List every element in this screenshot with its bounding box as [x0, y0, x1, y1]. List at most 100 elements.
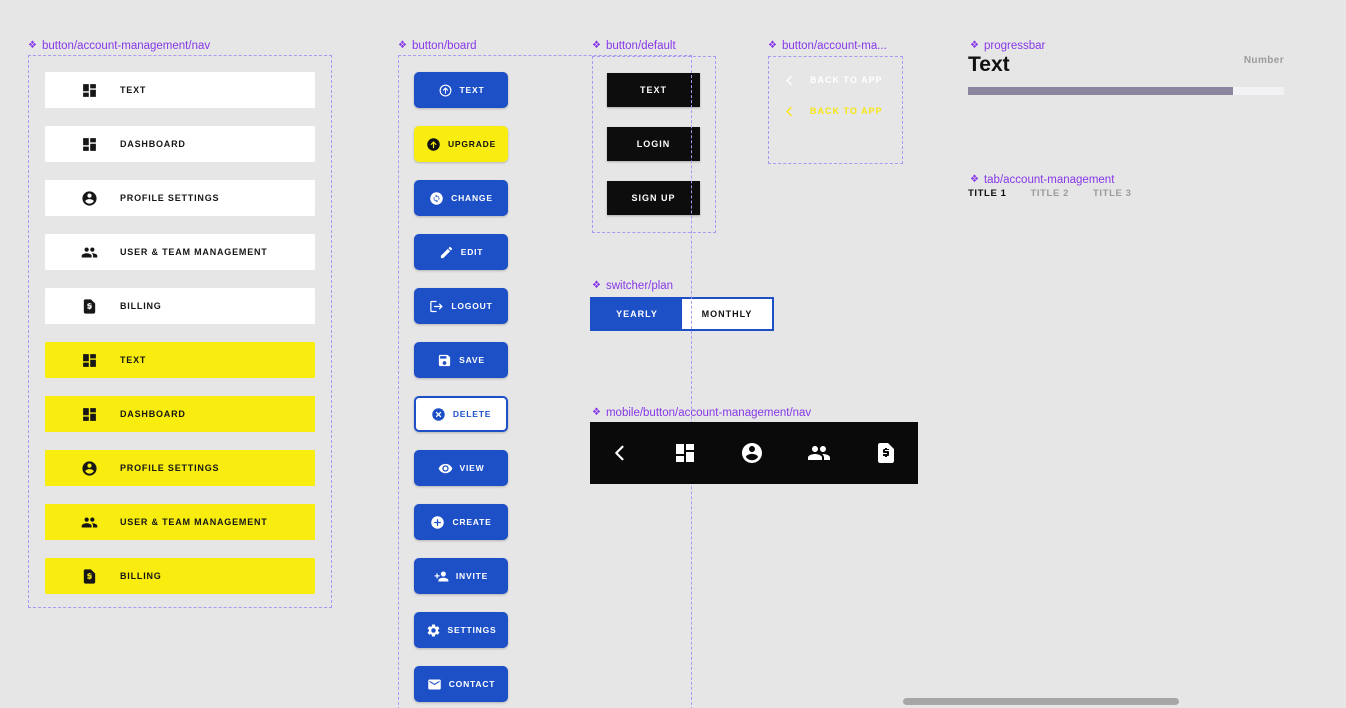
board-button-list: TEXT UPGRADE CHANGE EDIT LOGOUT SAVE DELETE VIE…	[414, 72, 508, 702]
nav-button-label: USER & TEAM MANAGEMENT	[120, 517, 268, 527]
board-button-label: INVITE	[455, 571, 489, 581]
chevron-left-icon[interactable]	[610, 443, 630, 463]
nav-button-dashboard-yellow[interactable]: DASHBOARD	[45, 396, 315, 432]
tab-title-1[interactable]: TITLE 1	[968, 188, 1007, 199]
people-icon	[81, 244, 98, 261]
nav-button-billing-white[interactable]: BILLING	[45, 288, 315, 324]
board-button-label: VIEW	[459, 463, 485, 473]
switcher-option-yearly[interactable]: YEARLY	[592, 299, 682, 329]
billing-icon[interactable]	[874, 441, 898, 465]
nav-button-text-white[interactable]: TEXT	[45, 72, 315, 108]
component-label-text: switcher/plan	[605, 280, 674, 292]
plan-switcher: YEARLY MONTHLY	[590, 297, 774, 331]
save-icon	[437, 353, 452, 368]
board-button-label: CHANGE	[451, 193, 493, 203]
board-button-label: SETTINGS	[447, 625, 497, 635]
people-icon[interactable]	[807, 441, 831, 465]
component-icon: ❖	[768, 40, 777, 51]
nav-button-label: PROFILE SETTINGS	[120, 463, 220, 473]
default-button-login[interactable]: LOGIN	[607, 127, 700, 161]
arrow-up-circle-icon	[426, 137, 441, 152]
nav-button-label: BILLING	[120, 301, 162, 311]
nav-button-user-team-management-yellow[interactable]: USER & TEAM MANAGEMENT	[45, 504, 315, 540]
dashboard-icon	[81, 352, 98, 369]
board-button-edit[interactable]: EDIT	[414, 234, 508, 270]
account-icon	[81, 190, 98, 207]
plus-circle-icon	[430, 515, 445, 530]
nav-button-user-team-management-white[interactable]: USER & TEAM MANAGEMENT	[45, 234, 315, 270]
back-to-app-button-white[interactable]: BACK TO APP	[783, 66, 891, 94]
board-button-view[interactable]: VIEW	[414, 450, 508, 486]
component-label-board[interactable]: ❖ button/board	[398, 40, 477, 52]
component-label-nav[interactable]: ❖ button/account-management/nav	[28, 40, 210, 52]
default-button-text[interactable]: TEXT	[607, 73, 700, 107]
component-label-text: button/board	[411, 40, 477, 52]
component-label-progressbar[interactable]: ❖ progressbar	[970, 40, 1045, 52]
x-circle-icon	[431, 407, 446, 422]
component-label-mobile-nav[interactable]: ❖ mobile/button/account-management/nav	[592, 407, 811, 419]
tab-title-3[interactable]: TITLE 3	[1093, 188, 1132, 199]
nav-button-label: PROFILE SETTINGS	[120, 193, 220, 203]
board-button-settings[interactable]: SETTINGS	[414, 612, 508, 648]
board-button-save[interactable]: SAVE	[414, 342, 508, 378]
board-button-label: DELETE	[452, 409, 492, 419]
component-label-text: button/account-ma...	[781, 40, 887, 52]
board-button-change[interactable]: CHANGE	[414, 180, 508, 216]
board-button-logout[interactable]: LOGOUT	[414, 288, 508, 324]
board-button-invite[interactable]: INVITE	[414, 558, 508, 594]
back-to-app-label: BACK TO APP	[810, 75, 883, 85]
component-icon: ❖	[398, 40, 407, 51]
component-label-switcher[interactable]: ❖ switcher/plan	[592, 280, 673, 292]
default-button-list: TEXT LOGIN SIGN UP	[607, 73, 700, 215]
default-button-label: LOGIN	[636, 139, 671, 149]
progressbar-number-label: Number	[1243, 55, 1284, 66]
board-button-upgrade[interactable]: UPGRADE	[414, 126, 508, 162]
component-icon: ❖	[970, 40, 979, 51]
people-icon	[81, 514, 98, 531]
board-button-contact[interactable]: CONTACT	[414, 666, 508, 702]
nav-button-label: DASHBOARD	[120, 139, 186, 149]
dashboard-icon	[81, 406, 98, 423]
component-label-tabs[interactable]: ❖ tab/account-management	[970, 174, 1114, 186]
account-icon[interactable]	[740, 441, 764, 465]
back-to-app-button-yellow[interactable]: BACK TO APP	[783, 97, 891, 125]
component-label-default[interactable]: ❖ button/default	[592, 40, 676, 52]
horizontal-scrollbar-thumb[interactable]	[903, 698, 1179, 705]
back-button-list: BACK TO APP BACK TO APP	[783, 66, 891, 125]
component-icon: ❖	[592, 407, 601, 418]
progressbar-title: Text	[968, 53, 1010, 76]
board-button-label: LOGOUT	[451, 301, 493, 311]
default-button-label: SIGN UP	[631, 193, 676, 203]
board-button-label: SAVE	[459, 355, 485, 365]
board-button-create[interactable]: CREATE	[414, 504, 508, 540]
nav-button-list: TEXT DASHBOARD PROFILE SETTINGS USER & TEAM…	[45, 72, 315, 594]
arrow-up-circle-outline-icon	[438, 83, 453, 98]
switcher-option-monthly[interactable]: MONTHLY	[701, 309, 753, 319]
chevron-left-icon	[783, 105, 796, 118]
nav-button-label: USER & TEAM MANAGEMENT	[120, 247, 268, 257]
nav-button-text-yellow[interactable]: TEXT	[45, 342, 315, 378]
board-button-label: CONTACT	[448, 679, 496, 689]
component-icon: ❖	[592, 280, 601, 291]
component-label-text: button/default	[605, 40, 676, 52]
dashboard-icon	[81, 136, 98, 153]
component-label-text: mobile/button/account-management/nav	[605, 407, 812, 419]
account-icon	[81, 460, 98, 477]
nav-button-profile-settings-yellow[interactable]: PROFILE SETTINGS	[45, 450, 315, 486]
board-button-delete[interactable]: DELETE	[414, 396, 508, 432]
billing-icon	[81, 298, 98, 315]
nav-button-billing-yellow[interactable]: BILLING	[45, 558, 315, 594]
nav-button-label: TEXT	[120, 355, 147, 365]
component-label-back[interactable]: ❖ button/account-ma...	[768, 40, 887, 52]
component-label-text: button/account-management/nav	[41, 40, 211, 52]
gear-icon	[426, 623, 441, 638]
default-button-sign-up[interactable]: SIGN UP	[607, 181, 700, 215]
nav-button-profile-settings-white[interactable]: PROFILE SETTINGS	[45, 180, 315, 216]
pencil-icon	[439, 245, 454, 260]
billing-icon	[81, 568, 98, 585]
board-button-text[interactable]: TEXT	[414, 72, 508, 108]
tab-title-2[interactable]: TITLE 2	[1030, 188, 1070, 199]
nav-button-dashboard-white[interactable]: DASHBOARD	[45, 126, 315, 162]
dashboard-icon[interactable]	[673, 441, 697, 465]
